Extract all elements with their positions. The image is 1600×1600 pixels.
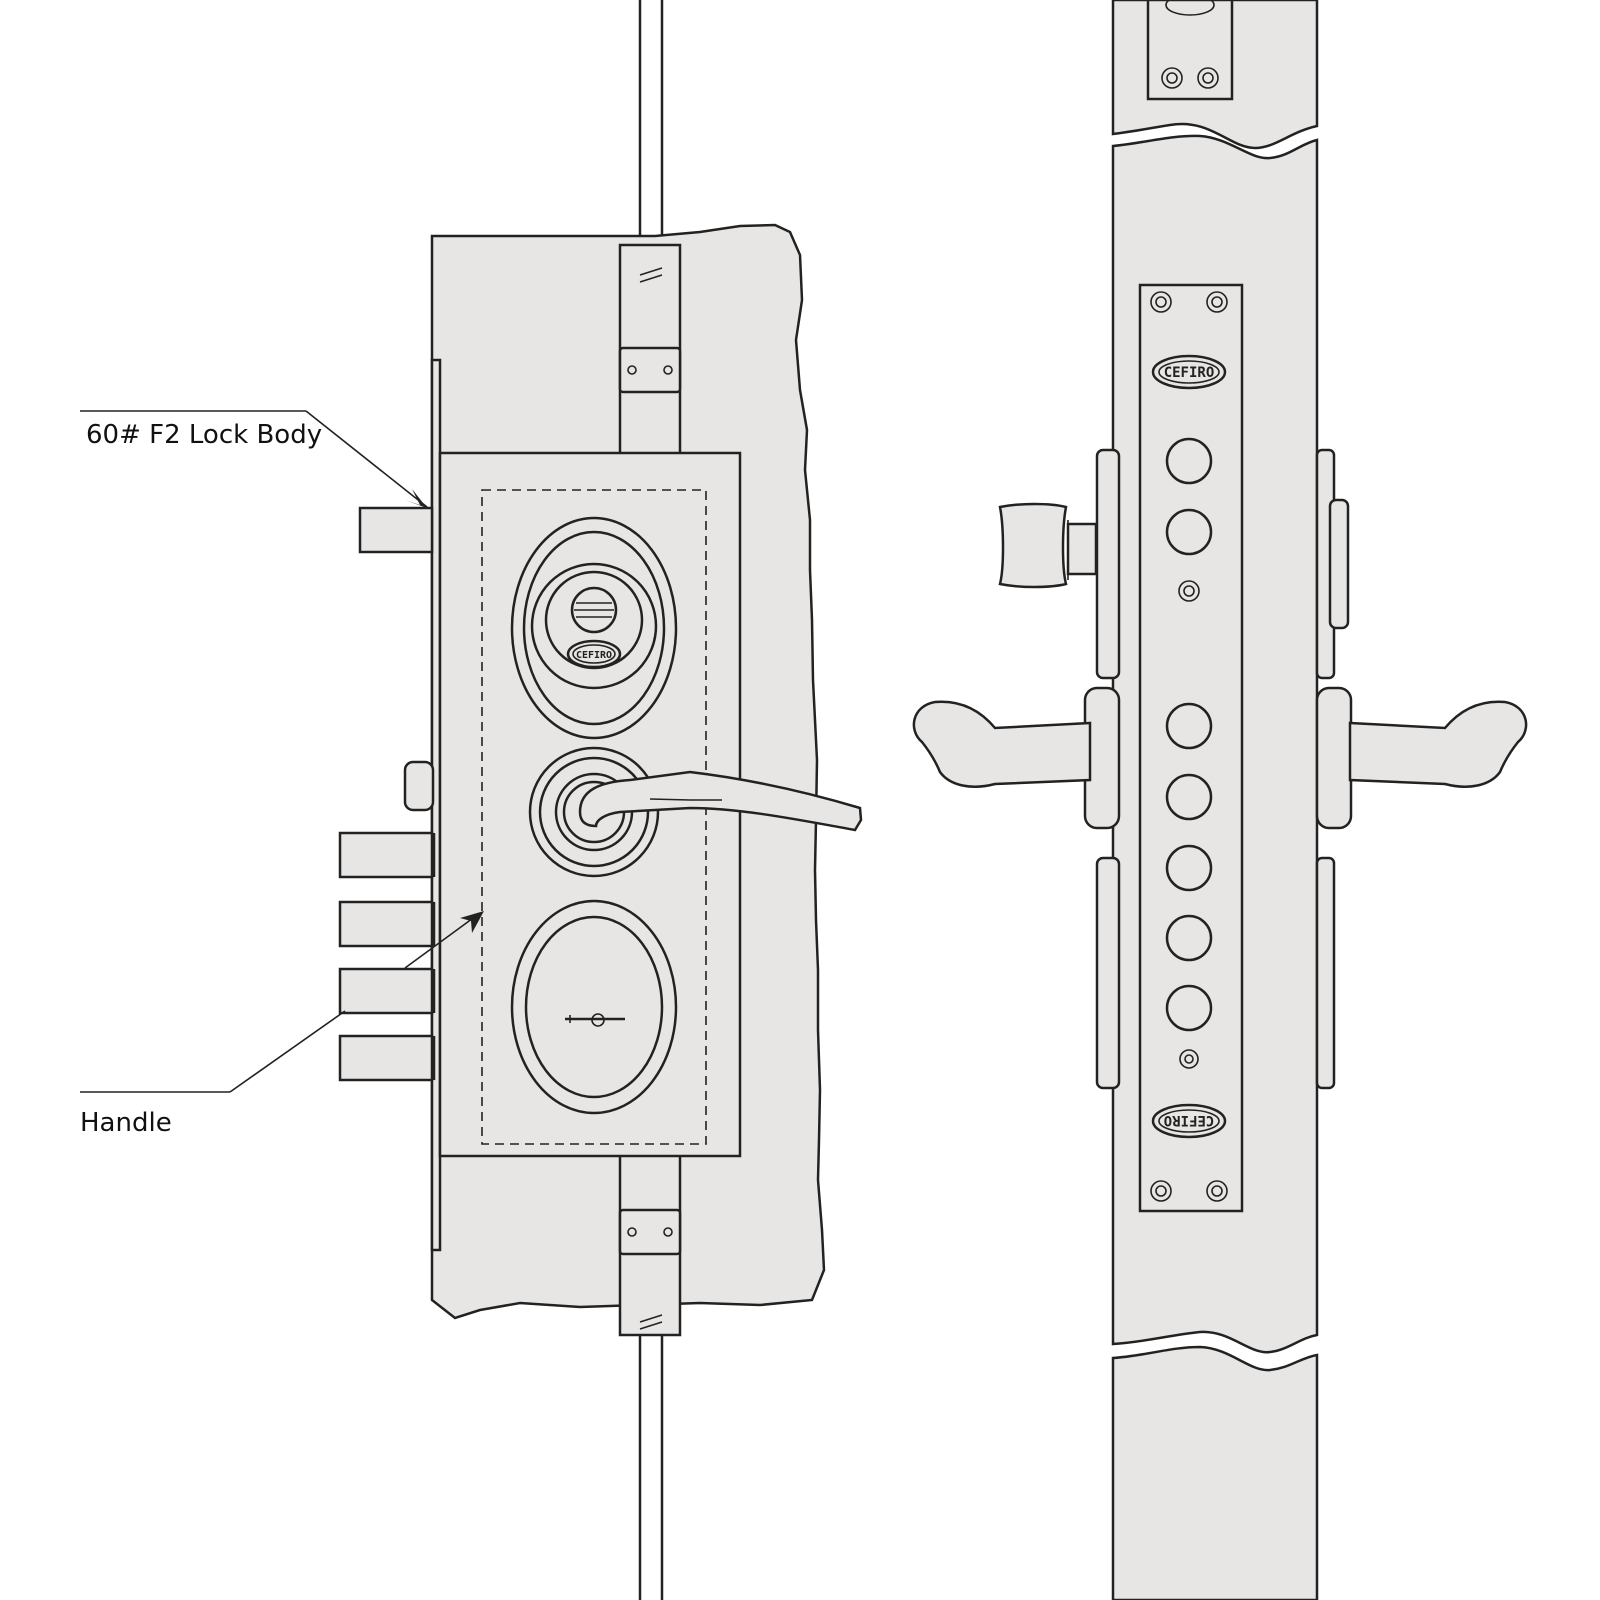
faceplate-bolt-holes	[1165, 437, 1213, 1069]
key-escutcheon	[510, 899, 678, 1115]
door-strip-top	[1111, 0, 1319, 150]
brand-mark-small: CEFIRO	[576, 650, 612, 661]
inner-rose-upper	[1095, 448, 1350, 680]
cylinder-icon	[570, 586, 618, 634]
thumbturn-knob	[998, 502, 1098, 589]
door-strip-bottom	[1111, 1345, 1319, 1600]
bolt-4	[338, 1034, 434, 1082]
brand-badge-bottom: CEFIRO	[1151, 1103, 1227, 1139]
lever-right	[1348, 700, 1528, 788]
deadbolt-top	[358, 506, 434, 554]
brand-badge-small: CEFIRO	[566, 639, 622, 669]
lever-left	[912, 700, 1092, 788]
handle-lever	[578, 770, 863, 832]
latch	[403, 760, 435, 812]
screw-icon	[1150, 291, 1228, 1202]
lock-body-callout	[80, 410, 428, 508]
inner-rose-lower	[1095, 856, 1336, 1090]
keyhole-icon	[565, 1013, 625, 1027]
lock-body-outline	[481, 489, 707, 1145]
brand-badge-top: CEFIRO	[1151, 354, 1227, 390]
brand-mark-top: CEFIRO	[1164, 365, 1215, 381]
bolt-1	[338, 831, 434, 879]
inner-rose-middle	[1083, 686, 1353, 830]
handle-callout	[80, 911, 484, 1093]
rod-bracket-top	[618, 346, 682, 394]
bolt-2	[338, 900, 434, 948]
lock-body-label: 60# F2 Lock Body	[86, 420, 322, 450]
rod-bracket-bottom	[618, 1208, 682, 1256]
handle-label: Handle	[80, 1108, 172, 1138]
bolt-3	[338, 967, 434, 1015]
brand-mark-bottom: CEFIRO	[1164, 1112, 1215, 1128]
